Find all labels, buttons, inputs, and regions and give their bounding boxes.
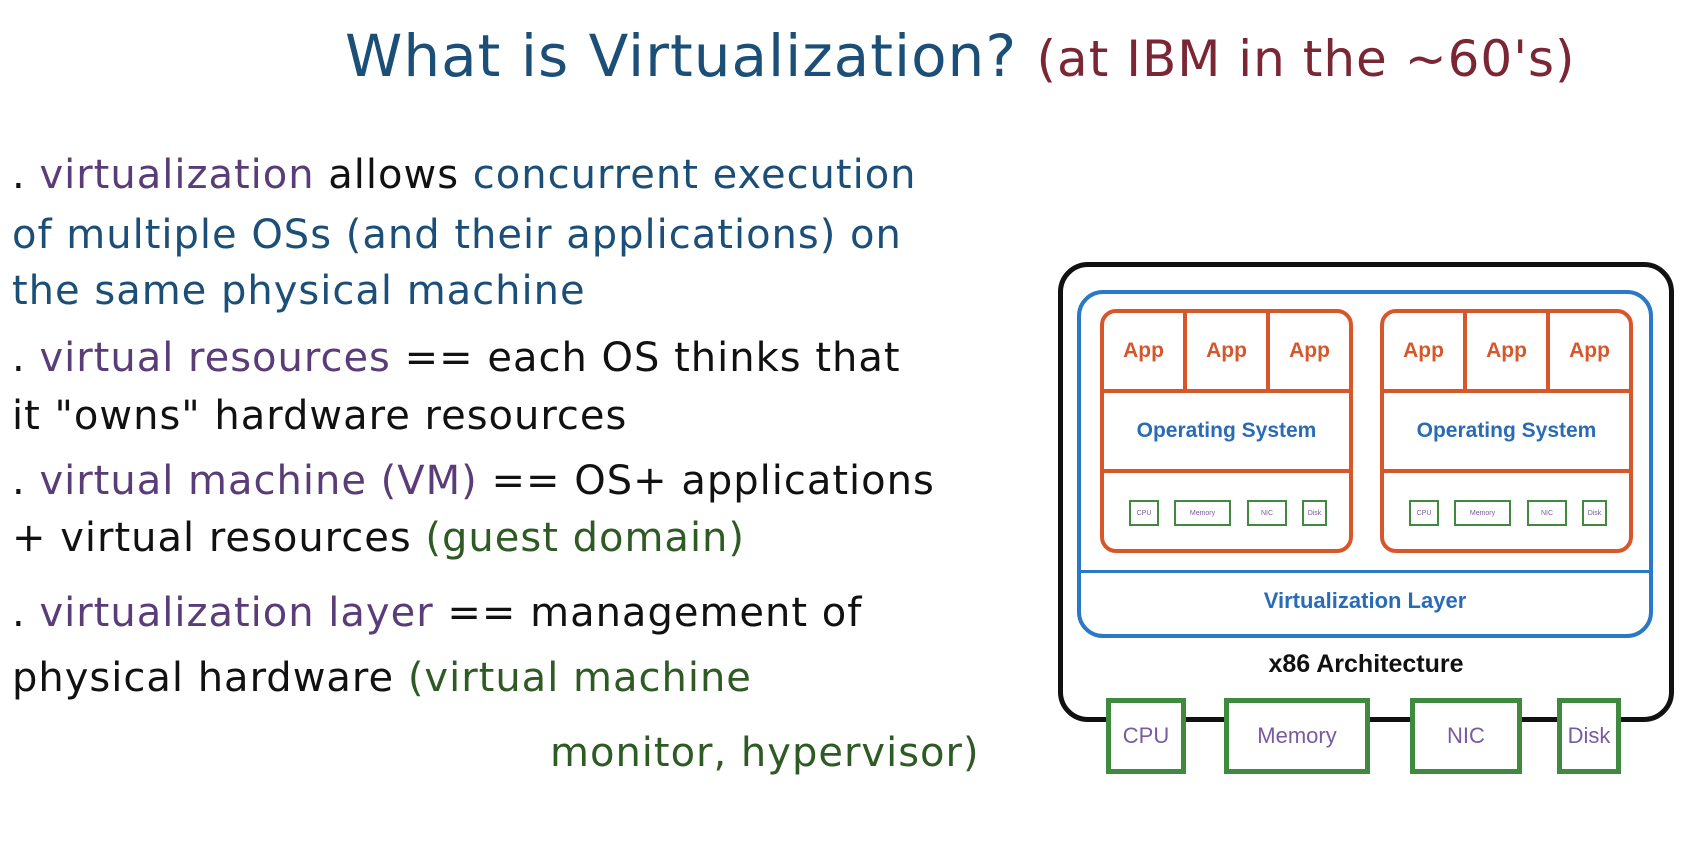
- note-segment: (guest domain): [425, 515, 746, 561]
- operating-system-box: Operating System: [1384, 393, 1629, 473]
- virtual-disk-box: Disk: [1302, 500, 1327, 526]
- app-box: App: [1183, 313, 1266, 389]
- virtual-cpu-box: CPU: [1129, 500, 1159, 526]
- operating-system-box: Operating System: [1104, 393, 1349, 473]
- virtual-nic-box: NIC: [1527, 500, 1567, 526]
- note-segment: monitor, hypervisor): [550, 730, 980, 776]
- note-segment: .: [12, 590, 40, 636]
- architecture-label: x86 Architecture: [1268, 650, 1464, 678]
- note-segment: == management of: [433, 590, 863, 636]
- virtual-cpu-box: CPU: [1409, 500, 1439, 526]
- note-segment: .: [12, 335, 40, 381]
- note-segment: .: [12, 152, 40, 198]
- note-line: + virtual resources (guest domain): [12, 515, 745, 561]
- note-line: . virtual resources == each OS thinks th…: [12, 335, 901, 381]
- virtual-disk-box: Disk: [1582, 500, 1607, 526]
- app-row: App App App: [1384, 313, 1629, 393]
- virtualization-frame: [1077, 290, 1653, 638]
- note-segment: concurrent execution: [472, 152, 917, 198]
- virtual-nic-box: NIC: [1247, 500, 1287, 526]
- note-segment: .: [12, 458, 40, 504]
- app-box: App: [1266, 313, 1349, 389]
- hardware-cpu-box: CPU: [1106, 698, 1186, 774]
- title-main: What is Virtualization?: [345, 22, 1018, 90]
- note-line: . virtual machine (VM) == OS+ applicatio…: [12, 458, 935, 504]
- note-segment: virtualization: [39, 152, 315, 198]
- note-segment: virtualization layer: [39, 590, 434, 636]
- title-aside: (at IBM in the ~60's): [1036, 30, 1576, 88]
- note-segment: physical hardware: [12, 655, 408, 701]
- note-segment: (virtual machine: [407, 655, 752, 701]
- hardware-nic-box: NIC: [1410, 698, 1522, 774]
- note-segment: + virtual resources: [12, 515, 426, 561]
- note-segment: the same physical machine: [12, 268, 586, 314]
- page-title: What is Virtualization? (at IBM in the ~…: [345, 22, 1576, 90]
- app-box: App: [1463, 313, 1546, 389]
- note-segment: virtual resources: [39, 335, 391, 381]
- note-segment: == each OS thinks that: [390, 335, 901, 381]
- note-line: physical hardware (virtual machine: [12, 655, 752, 701]
- note-segment: it "owns" hardware resources: [12, 393, 628, 439]
- virtual-machine: App App App Operating System CPU Memory …: [1380, 309, 1633, 553]
- note-line: the same physical machine: [12, 268, 586, 314]
- virtual-memory-box: Memory: [1454, 500, 1511, 526]
- virtual-resources-row: CPU Memory NIC Disk: [1104, 473, 1349, 549]
- hardware-memory-box: Memory: [1224, 698, 1370, 774]
- app-box: App: [1546, 313, 1629, 389]
- virtual-machine: App App App Operating System CPU Memory …: [1100, 309, 1353, 553]
- note-segment: == OS+ applications: [477, 458, 935, 504]
- note-segment: allows: [314, 152, 473, 198]
- note-segment: virtual machine (VM): [39, 458, 478, 504]
- virtualization-layer-label: Virtualization Layer: [1263, 588, 1467, 613]
- note-line: it "owns" hardware resources: [12, 393, 627, 439]
- note-segment: of multiple OSs (and their applications)…: [12, 212, 902, 258]
- virtual-memory-box: Memory: [1174, 500, 1231, 526]
- note-line: . virtualization allows concurrent execu…: [12, 152, 917, 198]
- hardware-disk-box: Disk: [1557, 698, 1621, 774]
- virtual-resources-row: CPU Memory NIC Disk: [1384, 473, 1629, 549]
- note-line: . virtualization layer == management of: [12, 590, 862, 636]
- app-box: App: [1403, 339, 1444, 362]
- note-line: monitor, hypervisor): [550, 730, 980, 776]
- virtualization-divider: [1081, 570, 1649, 573]
- app-row: App App App: [1104, 313, 1349, 393]
- note-line: of multiple OSs (and their applications)…: [12, 212, 902, 258]
- app-box: App: [1123, 339, 1164, 362]
